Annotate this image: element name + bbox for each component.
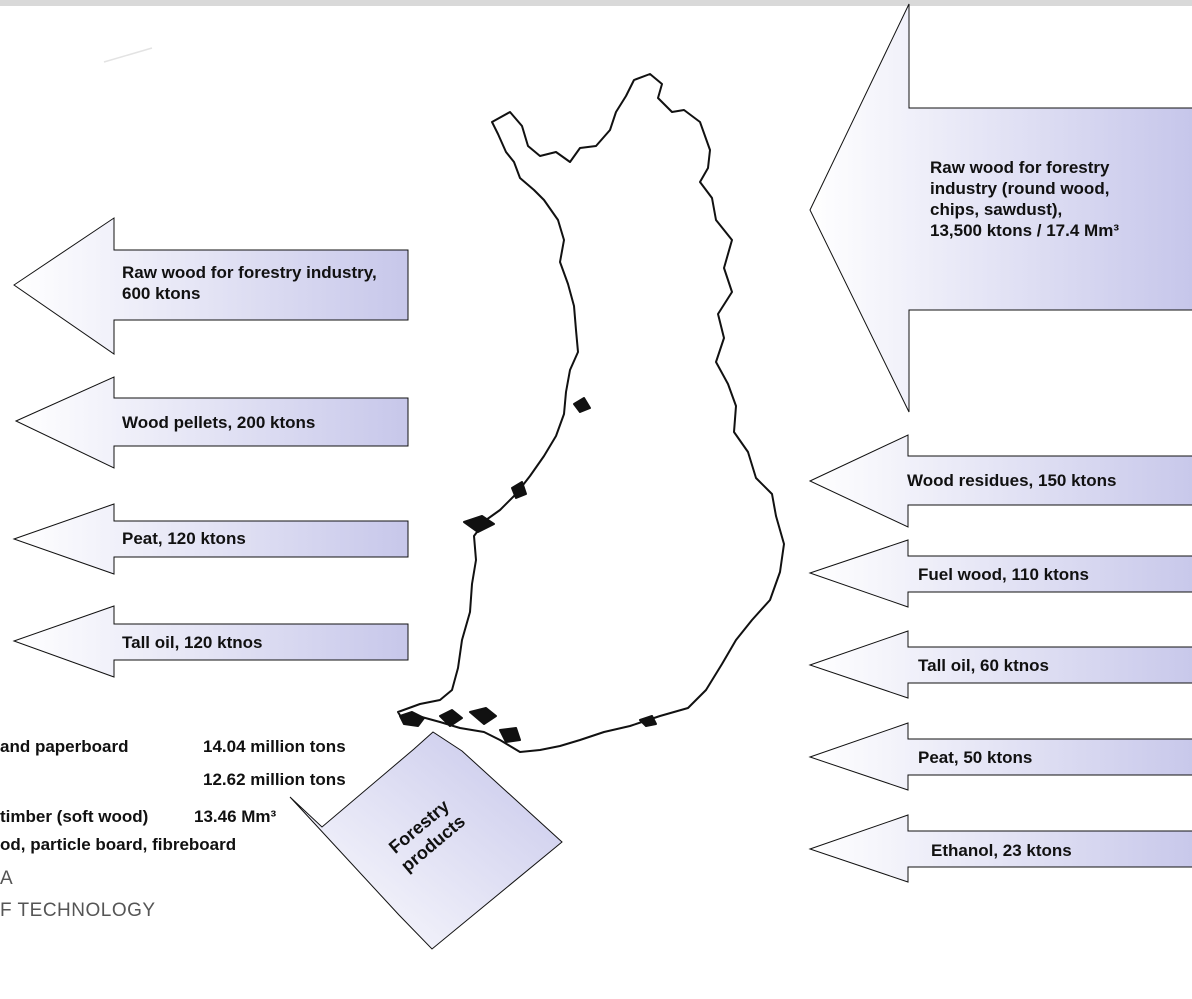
finland-map xyxy=(397,73,785,753)
product-name-board: od, particle board, fibreboard xyxy=(0,835,237,854)
label-raw-wood-big-line1: Raw wood for forestry xyxy=(930,158,1110,177)
label-raw-wood-big-line4: 13,500 ktons / 17.4 Mm³ xyxy=(930,221,1119,240)
organization-line1: A xyxy=(0,868,14,889)
right-arrow-wood-residues xyxy=(808,434,1192,528)
left-arrow-peat xyxy=(12,503,409,575)
label-ethanol: Ethanol, 23 ktons xyxy=(931,841,1072,860)
left-arrow-tall-oil xyxy=(12,605,409,678)
label-wood-pellets: Wood pellets, 200 ktons xyxy=(122,413,316,432)
label-peat-120: Peat, 120 ktons xyxy=(122,529,246,548)
label-raw-wood-big-line2: industry (round wood, xyxy=(930,179,1110,198)
forestry-products-arrow xyxy=(289,731,563,950)
right-arrow-fuel-wood xyxy=(808,539,1192,608)
right-arrow-raw-wood-big xyxy=(809,3,1192,413)
faint-stroke xyxy=(103,47,153,63)
label-wood-residues: Wood residues, 150 ktons xyxy=(907,471,1117,490)
label-raw-wood-600: Raw wood for forestry industry, 600 kton… xyxy=(122,263,377,303)
product-value-paperboard: 14.04 million tons xyxy=(203,737,346,756)
right-arrow-ethanol xyxy=(808,814,1192,883)
label-fuel-wood: Fuel wood, 110 ktons xyxy=(918,565,1089,584)
product-value-second: 12.62 million tons xyxy=(203,770,346,789)
label-tall-oil-60: Tall oil, 60 ktnos xyxy=(918,656,1049,675)
label-raw-wood-big-line3: chips, sawdust), xyxy=(930,200,1063,219)
label-peat-50: Peat, 50 ktons xyxy=(918,748,1033,767)
product-name-timber: timber (soft wood) xyxy=(0,807,149,826)
label-tall-oil-120: Tall oil, 120 ktnos xyxy=(122,633,263,652)
left-arrow-raw-wood xyxy=(13,217,409,355)
product-name-paperboard: and paperboard xyxy=(0,737,129,756)
left-arrow-pellets xyxy=(14,376,409,469)
organization-line2: F TECHNOLOGY xyxy=(0,900,156,921)
right-arrow-tall-oil xyxy=(808,630,1192,699)
product-value-timber: 13.46 Mm³ xyxy=(194,807,277,826)
right-arrow-peat xyxy=(808,722,1192,791)
top-border xyxy=(0,0,1192,6)
